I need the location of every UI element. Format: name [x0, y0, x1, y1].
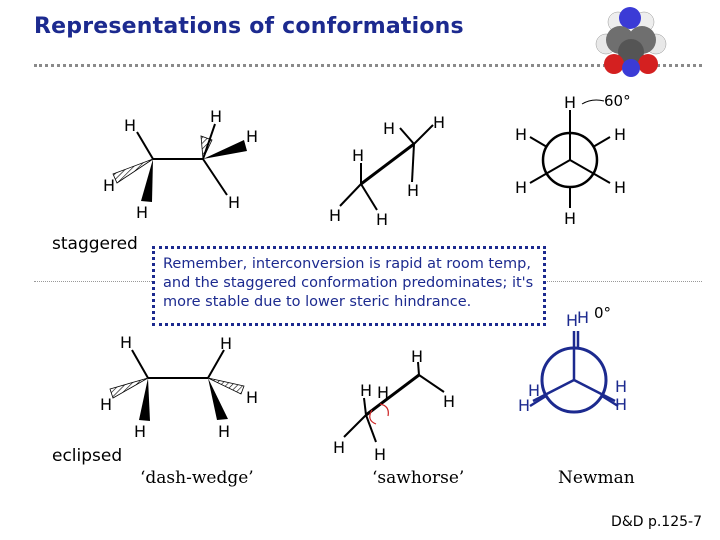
sawhorse-caption: ‘sawhorse’ — [372, 468, 465, 488]
atom-h: H — [433, 113, 445, 132]
atom-h: H — [103, 176, 115, 195]
atom-h: H — [528, 381, 540, 400]
atom-h: H — [228, 193, 240, 212]
atom-h: H — [614, 178, 626, 197]
atom-h: H — [383, 119, 395, 138]
dihedral-angle-label: 60° — [604, 92, 631, 110]
page-title: Representations of conformations — [34, 14, 464, 39]
eclipsed-newman: H H 0° H H H H — [518, 304, 627, 415]
atom-h: H — [518, 396, 530, 415]
atom-h: H — [352, 146, 364, 165]
atom-h: H — [566, 311, 578, 330]
eclipsed-label: eclipsed — [52, 446, 123, 466]
atom-h: H — [564, 209, 576, 228]
eclipsed-sawhorse: H H H H H H — [333, 347, 455, 464]
rotation-arrow-icon — [379, 403, 389, 417]
atom-h: H — [614, 125, 626, 144]
staggered-sawhorse: H H H H H H — [329, 113, 445, 229]
atom-h: H — [134, 422, 146, 441]
eclipsed-dash-wedge: H H H H H H — [100, 333, 258, 441]
dash-wedge-caption: ‘dash-wedge’ — [140, 468, 254, 488]
atom-h: H — [120, 333, 132, 352]
atom-h: H — [333, 438, 345, 457]
staggered-dash-wedge: H H H H H H — [103, 107, 258, 222]
atom-h: H — [411, 347, 423, 366]
atom-h: H — [210, 107, 222, 126]
atom-h: H — [329, 206, 341, 225]
atom-h: H — [615, 377, 627, 396]
citation: D&D p.125-7 — [611, 514, 702, 530]
title-underline — [34, 64, 702, 67]
atom-h: H — [615, 395, 627, 414]
atom-h: H — [246, 388, 258, 407]
atom-h: H — [377, 383, 389, 402]
atom-h: H — [515, 125, 527, 144]
note-box: Remember, interconversion is rapid at ro… — [152, 246, 546, 326]
atom-h: H — [564, 93, 576, 112]
rotation-arrow-icon — [369, 409, 377, 425]
staggered-label: staggered — [52, 234, 138, 254]
molecule-model-image — [595, 7, 667, 77]
atom-h: H — [220, 334, 232, 353]
atom-h: H — [100, 395, 112, 414]
atom-h: H — [577, 308, 589, 327]
atom-h: H — [515, 178, 527, 197]
atom-h: H — [443, 392, 455, 411]
atom-h: H — [407, 181, 419, 200]
newman-caption: Newman — [558, 468, 635, 488]
atom-h: H — [136, 203, 148, 222]
staggered-newman: H 60° H H H H H — [515, 92, 631, 228]
atom-h: H — [374, 445, 386, 464]
atom-h: H — [246, 127, 258, 146]
atom-h: H — [376, 210, 388, 229]
atom-h: H — [124, 116, 136, 135]
dihedral-angle-label: 0° — [594, 304, 611, 322]
atom-h: H — [360, 381, 372, 400]
atom-h: H — [218, 422, 230, 441]
